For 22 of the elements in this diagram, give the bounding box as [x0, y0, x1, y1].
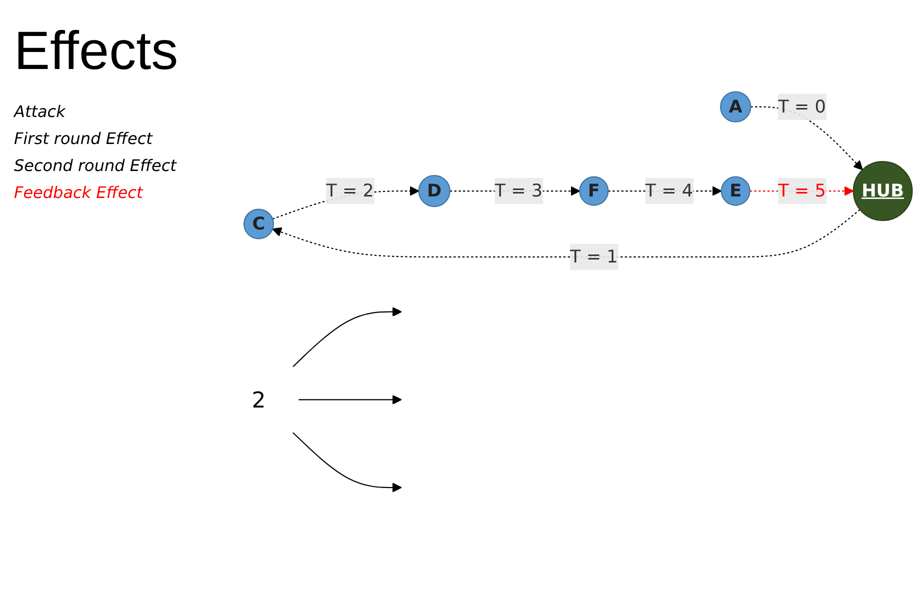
circle-node: E: [720, 176, 750, 206]
edge-label: T = 2: [326, 178, 374, 204]
arrow: [292, 432, 402, 492]
edge-label: T = 0: [778, 94, 826, 120]
circle-node: HUB: [852, 161, 913, 222]
circle-node: A: [720, 91, 752, 123]
number-text: 2: [252, 386, 266, 413]
annotation-text: Feedback Effect: [14, 183, 144, 202]
circle-node: F: [579, 176, 609, 206]
circle-node: D: [418, 175, 450, 208]
arrow: [292, 307, 402, 368]
edge-label: T = 5: [778, 178, 826, 204]
edge-label: T = 3: [494, 178, 543, 204]
diagram-title: Effects: [14, 20, 180, 82]
annotation-text: Attack: [14, 102, 67, 121]
arrow: [298, 394, 402, 405]
circle-node: C: [243, 208, 274, 240]
annotation-text: Second round Effect: [14, 156, 178, 175]
edge-label: T = 4: [645, 178, 694, 204]
annotation-text: First round Effect: [14, 129, 154, 148]
edge-label: T = 1: [570, 244, 618, 270]
arrow: [272, 209, 860, 258]
